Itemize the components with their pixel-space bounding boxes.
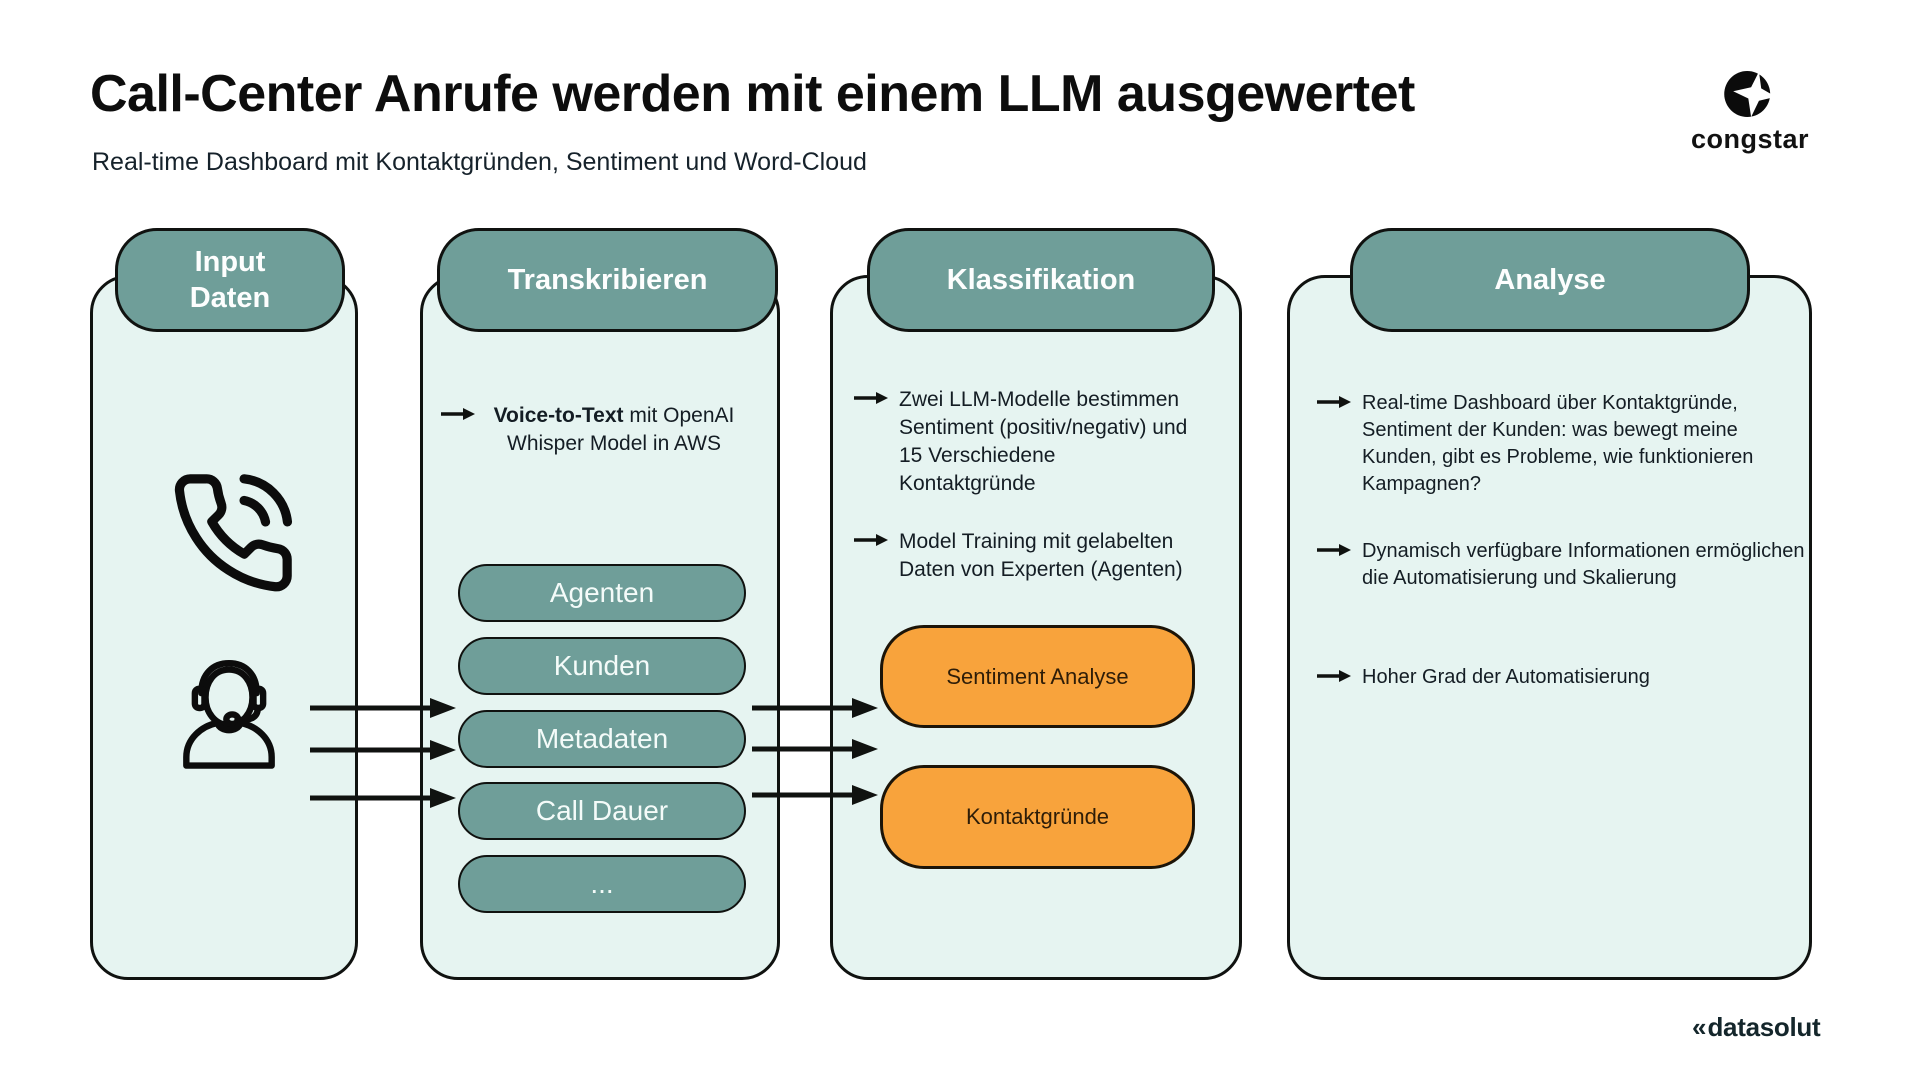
bullet-dynamische-informationen: Dynamisch verfügbare Informationen ermög… [1316, 538, 1814, 592]
congstar-star-icon [1724, 71, 1776, 117]
column-header-input-daten: Input Daten [115, 228, 345, 332]
datasolut-logo: «datasolut [1692, 1012, 1821, 1043]
arrow-right-icon [1317, 396, 1351, 408]
congstar-wordmark: congstar [1690, 124, 1810, 154]
arrow-right-icon [854, 534, 888, 546]
column-header-transkribieren: Transkribieren [437, 228, 778, 332]
bullet-text: Real-time Dashboard über Kontaktgründe, … [1362, 392, 1754, 495]
bullet-text: Zwei LLM-Modelle bestimmen Sentiment (po… [899, 388, 1188, 495]
pill-ellipsis: ... [458, 855, 746, 913]
bullet-text: Model Training mit gelabelten Daten von … [899, 530, 1183, 581]
bullet-llm-modelle: Zwei LLM-Modelle bestimmen Sentiment (po… [853, 386, 1191, 498]
page-subtitle: Real-time Dashboard mit Kontaktgründen, … [92, 148, 867, 176]
column-header-klassifikation: Klassifikation [867, 228, 1215, 332]
datasolut-mark: « [1692, 1012, 1707, 1042]
phone-call-icon [174, 474, 293, 592]
call-agent-headset-icon [183, 660, 275, 769]
column-title: Analyse [1494, 264, 1606, 296]
bullet-text-rest: mit OpenAI Whisper Model in AWS [507, 404, 735, 455]
pill-call-dauer: Call Dauer [458, 782, 746, 840]
datasolut-wordmark: datasolut [1707, 1012, 1821, 1042]
bullet-automatisierung: Hoher Grad der Automatisierung [1316, 664, 1814, 691]
column-title: Klassifikation [946, 264, 1136, 296]
arrow-right-icon [854, 392, 888, 404]
bullet-voice-to-text: Voice-to-Text mit OpenAI Whisper Model i… [440, 402, 742, 458]
bullet-text: Hoher Grad der Automatisierung [1362, 666, 1650, 688]
congstar-logo: congstar [1675, 66, 1825, 155]
pill-sentiment-analyse: Sentiment Analyse [880, 625, 1195, 728]
arrow-right-icon [1317, 544, 1351, 556]
bullet-text-bold: Voice-to-Text [493, 404, 624, 427]
page-title: Call-Center Anrufe werden mit einem LLM … [90, 65, 1415, 123]
pill-kunden: Kunden [458, 637, 746, 695]
arrow-right-icon [1317, 670, 1351, 682]
column-analyse [1287, 275, 1812, 980]
column-header-analyse: Analyse [1350, 228, 1750, 332]
bullet-realtime-dashboard: Real-time Dashboard über Kontaktgründe, … [1316, 390, 1814, 498]
bullet-text: Voice-to-Text mit OpenAI Whisper Model i… [486, 402, 742, 458]
bullet-model-training: Model Training mit gelabelten Daten von … [853, 528, 1191, 584]
arrow-right-icon [441, 408, 475, 420]
bullet-text: Dynamisch verfügbare Informationen ermög… [1362, 540, 1805, 589]
pill-agenten: Agenten [458, 564, 746, 622]
column-title: Input Daten [189, 246, 271, 314]
pill-metadaten: Metadaten [458, 710, 746, 768]
column-title: Transkribieren [507, 264, 708, 296]
column-input-daten [90, 275, 358, 980]
pill-kontaktgruende: Kontaktgründe [880, 765, 1195, 869]
